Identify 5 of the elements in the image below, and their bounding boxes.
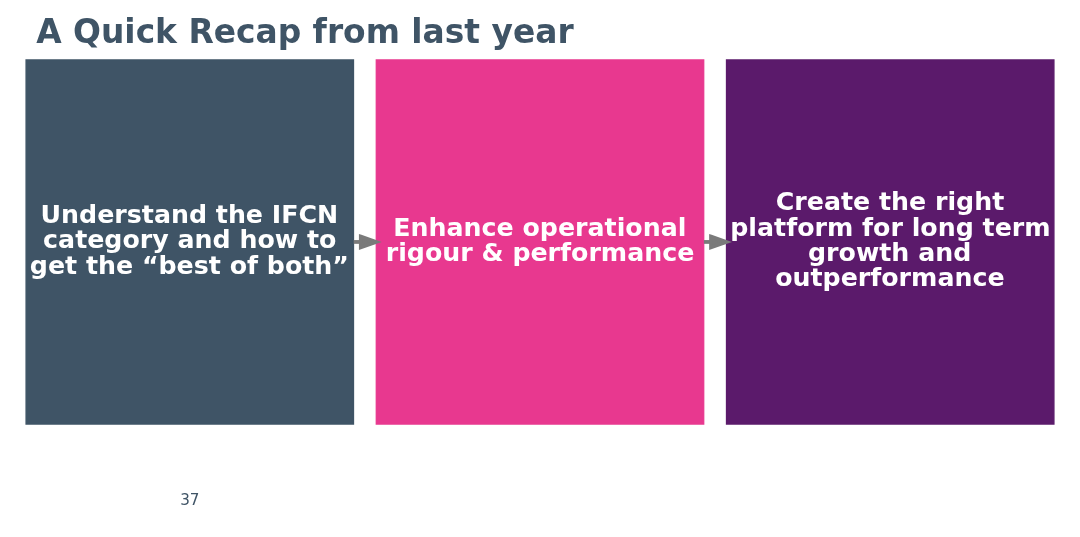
- label: 37: [180, 491, 200, 510]
- diagram-title: A Quick Recap from last year: [36, 12, 574, 52]
- node-box: Understand the IFCN category and how to get the “best of both”: [25, 59, 355, 425]
- node-box: Create the right platform for long term growth and outperformance: [725, 59, 1055, 425]
- node-box: Enhance operational rigour & performance: [375, 59, 705, 425]
